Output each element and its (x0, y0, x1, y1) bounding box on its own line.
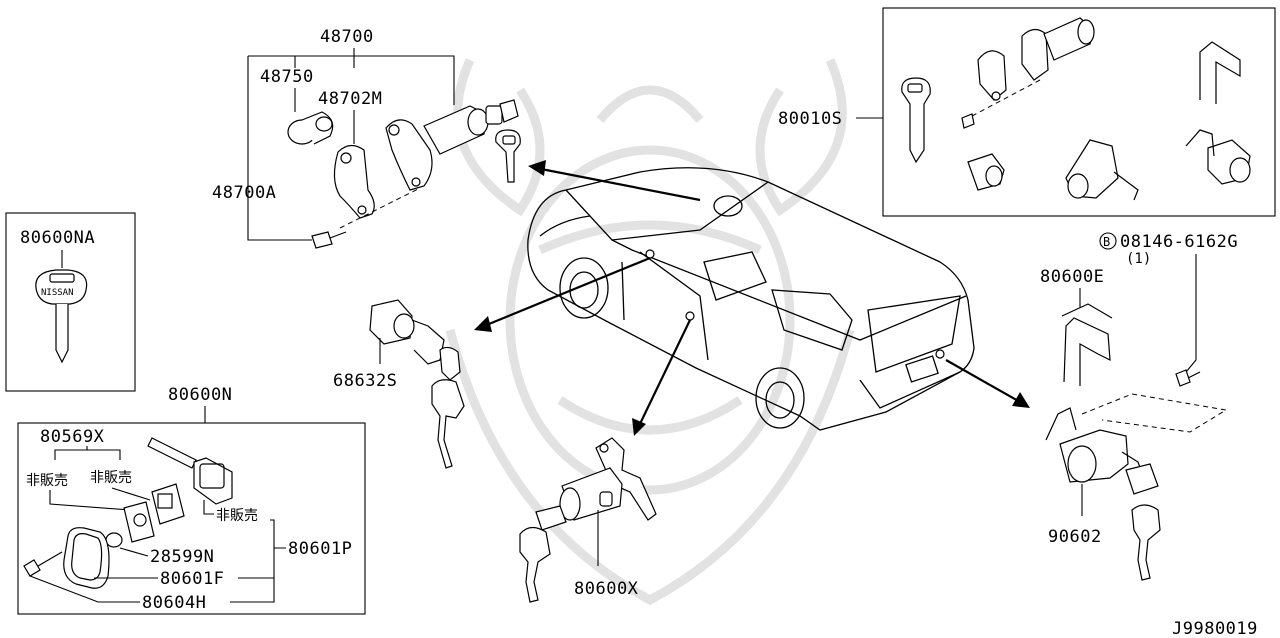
group-80600E: 80600E (1040, 267, 1113, 386)
label-hihanbai-1: 非販売 (26, 473, 68, 489)
group-48700: 48700 48750 48702M 48700A (212, 27, 521, 249)
label-80604H: 80604H (142, 593, 206, 613)
bolt-b-circle (1099, 232, 1117, 250)
label-90602: 90602 (1048, 527, 1102, 547)
cylinder-80010S-a (967, 153, 1005, 191)
screw-80010S (961, 113, 975, 129)
key-80600X-b (519, 526, 551, 603)
box-80600N: 80600N 80569X 非販売 非販売 非販売 28599N (17, 385, 366, 615)
label-bolt-qty: (1) (1126, 251, 1151, 267)
key-68632S-b (431, 379, 465, 469)
label-80600E: 80600E (1040, 267, 1104, 287)
diagram-id: J9980019 (1172, 619, 1258, 638)
arrows (474, 160, 1030, 436)
key-48700 (495, 129, 521, 183)
clip-80010S (1199, 41, 1241, 104)
label-48750: 48750 (260, 67, 314, 87)
label-80601P: 80601P (288, 539, 352, 559)
box-80600NA: 80600NA NISSAN (5, 212, 136, 392)
spring-28599N (105, 532, 123, 548)
bolt-08146 (1175, 369, 1201, 387)
bolt-b-letter: B (1103, 235, 1110, 249)
label-80569X: 80569X (40, 427, 105, 447)
cylinder-80010S-b (1065, 139, 1139, 201)
watermark-crest (445, 58, 855, 606)
label-80600N: 80600N (168, 385, 232, 405)
key-90602-b (1131, 504, 1161, 581)
key-90602-a (1125, 463, 1159, 495)
screw-80604H (23, 551, 63, 577)
label-48700A: 48700A (212, 183, 276, 203)
label-hihanbai-3: 非販売 (216, 508, 258, 524)
screw-48700A (311, 231, 347, 249)
label-28599N: 28599N (150, 547, 214, 567)
cylinder-80010S-c (1185, 129, 1251, 185)
group-bolt-08146: B 08146-6162G (1) (1099, 232, 1238, 387)
label-80601F: 80601F (160, 569, 224, 589)
key-80010S (901, 77, 931, 164)
label-68632S: 68632S (333, 371, 397, 391)
cylinder-48750 (287, 111, 334, 145)
key-brand-text: NISSAN (41, 288, 74, 298)
cylinder-68632S (369, 299, 445, 365)
label-08146-6162G: 08146-6162G (1120, 232, 1238, 252)
cover-80601F (63, 527, 110, 589)
bracket-80010S (977, 50, 1007, 101)
key-80600X-a (535, 505, 567, 531)
bracket-upper (385, 119, 433, 191)
ignition-80010S (1021, 17, 1095, 81)
bracket-48702M (333, 144, 375, 219)
key-blade-80600N (147, 437, 233, 505)
key-68632S-a (439, 346, 461, 381)
cylinder-90602 (1045, 407, 1145, 483)
holder-80569X (123, 501, 155, 543)
transponder-80569X (151, 483, 185, 525)
label-80600X: 80600X (574, 579, 639, 599)
label-hihanbai-2: 非販売 (90, 470, 132, 486)
label-48700: 48700 (320, 27, 374, 47)
clip-80600E (1061, 303, 1113, 386)
station-wagon (527, 167, 975, 431)
group-80600X: 80600X (519, 437, 657, 603)
label-80010S: 80010S (778, 109, 842, 129)
box-80010S: 80010S (778, 7, 1276, 217)
label-48702M: 48702M (318, 89, 382, 109)
group-68632S: 68632S (333, 299, 465, 469)
label-80600NA: 80600NA (20, 228, 95, 248)
key-80600NA: NISSAN (35, 269, 88, 364)
cylinder-80600X (559, 437, 657, 521)
group-90602: 90602 (1045, 393, 1228, 581)
ignition-cylinder-48700 (423, 99, 519, 155)
